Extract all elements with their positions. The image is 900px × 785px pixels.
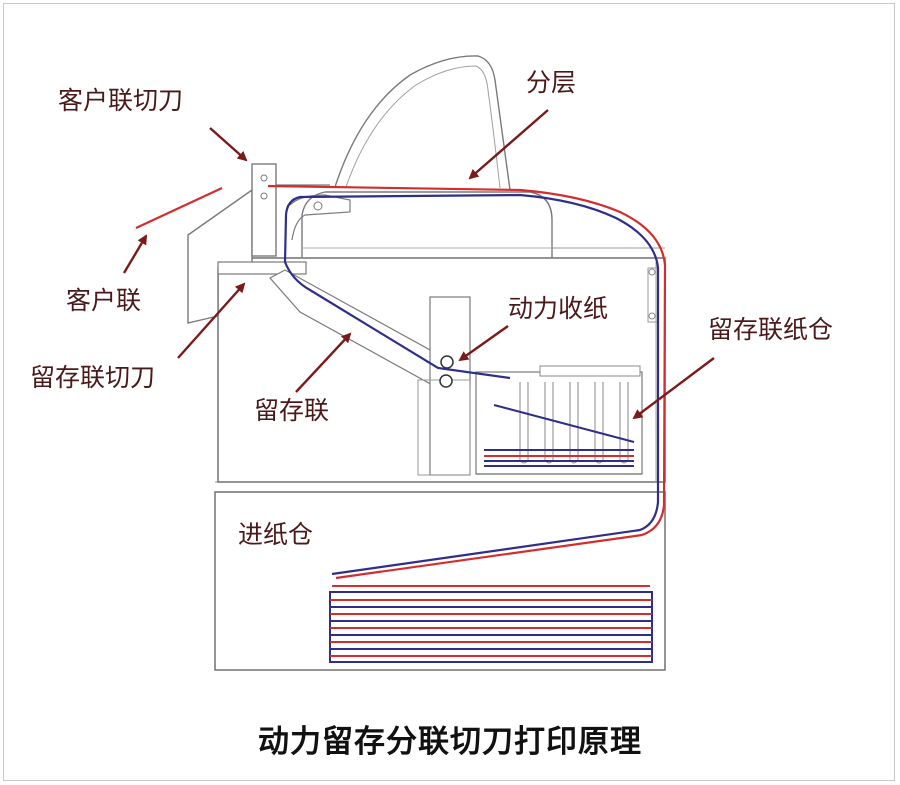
- print-head-bracket: [289, 194, 351, 241]
- retained-bin-top: [539, 365, 641, 377]
- label-retained-copy: 留存联: [254, 396, 330, 425]
- label-layering: 分层: [526, 68, 577, 97]
- label-feed-bin: 进纸仓: [238, 520, 314, 549]
- cutter-screw-1: [260, 174, 268, 182]
- paper-guide-arc: [334, 55, 511, 191]
- retained-cutter-bar: [217, 261, 307, 275]
- power-roller-top: [440, 355, 454, 369]
- label-retained-cutter: 留存联切刀: [30, 363, 156, 392]
- arrow-retained-cutter: [177, 282, 246, 359]
- image-border: [3, 3, 895, 781]
- feed-paper-stack: [329, 585, 653, 663]
- arrow-customer-cutter: [209, 127, 248, 162]
- arrow-retained-bin: [632, 357, 715, 420]
- diagram-title: 动力留存分联切刀打印原理: [258, 724, 642, 760]
- retained-paper-stack: [484, 404, 635, 467]
- top-cover: [301, 191, 553, 258]
- power-roller-bottom: [439, 374, 453, 388]
- cutter-screw-2: [260, 192, 268, 200]
- body-screw-bottom: [648, 312, 656, 320]
- blue-paper-path: [283, 193, 660, 576]
- body-screw-top: [648, 268, 656, 276]
- red-paper-path: [267, 184, 667, 580]
- arrow-power-collect: [458, 325, 509, 362]
- left-guide-panel: [187, 188, 253, 324]
- arrow-customer-copy: [122, 234, 148, 274]
- paper-guide-arc-inner: [345, 65, 501, 189]
- label-customer-copy: 客户联: [66, 286, 142, 315]
- feed-bin-box: [214, 491, 666, 671]
- label-retained-bin: 留存联纸仓: [708, 315, 834, 344]
- label-customer-cutter: 客户联切刀: [58, 86, 184, 115]
- print-head-roller: [313, 201, 323, 211]
- customer-copy-sheet: [135, 187, 223, 229]
- label-power-collect: 动力收纸: [508, 294, 609, 323]
- customer-cutter-block: [251, 163, 277, 257]
- arrow-retained-copy: [295, 332, 352, 393]
- arrow-layering: [468, 109, 549, 180]
